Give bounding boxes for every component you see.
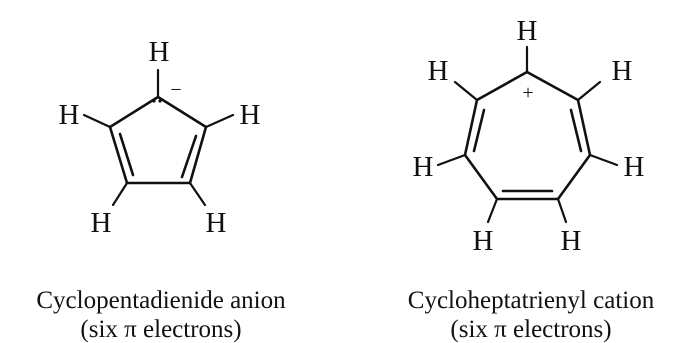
- hydrogen-atom-right: H: [240, 99, 261, 131]
- ring-bond: [556, 153, 592, 201]
- cycloheptatrienyl-caption-electrons: (six π electrons): [450, 316, 611, 343]
- hydrogen-atom-upper-right: H: [612, 55, 633, 87]
- ch-bond: [204, 113, 235, 129]
- ch-bond: [576, 80, 602, 102]
- ch-bond: [486, 197, 499, 224]
- hydrogen-atom-bottom-left: H: [91, 207, 112, 239]
- negative-charge: −: [170, 79, 181, 101]
- ch-bond: [556, 197, 568, 224]
- hydrogen-atom-bottom-right: H: [561, 225, 582, 257]
- ring-bond: [525, 70, 580, 102]
- cyclopentadienide-caption-electrons: (six π electrons): [80, 316, 241, 343]
- ring-bond: [463, 153, 499, 201]
- ch-bond: [188, 181, 207, 207]
- ring-bond: [108, 95, 160, 129]
- ring-bond-inner: [569, 108, 583, 153]
- ch-bond: [453, 80, 479, 102]
- ch-bond: [82, 113, 112, 129]
- cyclopentadienide-caption-name: Cyclopentadienide anion: [36, 287, 286, 314]
- lone-pair-dots: [152, 99, 162, 103]
- ring-bond-inner: [180, 134, 198, 179]
- hydrogen-atom-upper-left: H: [428, 55, 449, 87]
- ch-bond: [436, 153, 467, 167]
- ring-bond: [188, 125, 208, 185]
- ring-bond: [156, 95, 208, 129]
- hydrogen-atom-mid-right: H: [624, 151, 645, 183]
- hydrogen-atom-bottom-right: H: [206, 207, 227, 239]
- ring-bond: [463, 98, 479, 157]
- positive-charge: +: [522, 82, 533, 104]
- ch-bond: [588, 153, 619, 167]
- hydrogen-atom-left: H: [59, 99, 80, 131]
- hydrogen-atom-top: H: [149, 36, 170, 68]
- cycloheptatrienyl-structure: H H H H H H H +: [413, 15, 645, 257]
- cyclopentadienide-structure: H H H H H −: [59, 36, 261, 239]
- ring-bond: [576, 98, 592, 157]
- ring-bond-inner: [118, 132, 135, 177]
- ring-bond: [108, 125, 129, 185]
- ch-bond: [111, 181, 129, 207]
- hydrogen-atom-bottom-left: H: [473, 225, 494, 257]
- hydrogen-atom-top: H: [517, 15, 538, 47]
- hydrogen-atom-mid-left: H: [413, 151, 434, 183]
- ring-bond: [475, 70, 529, 102]
- ring-bond-inner: [472, 108, 486, 153]
- cycloheptatrienyl-caption-name: Cycloheptatrienyl cation: [408, 287, 655, 314]
